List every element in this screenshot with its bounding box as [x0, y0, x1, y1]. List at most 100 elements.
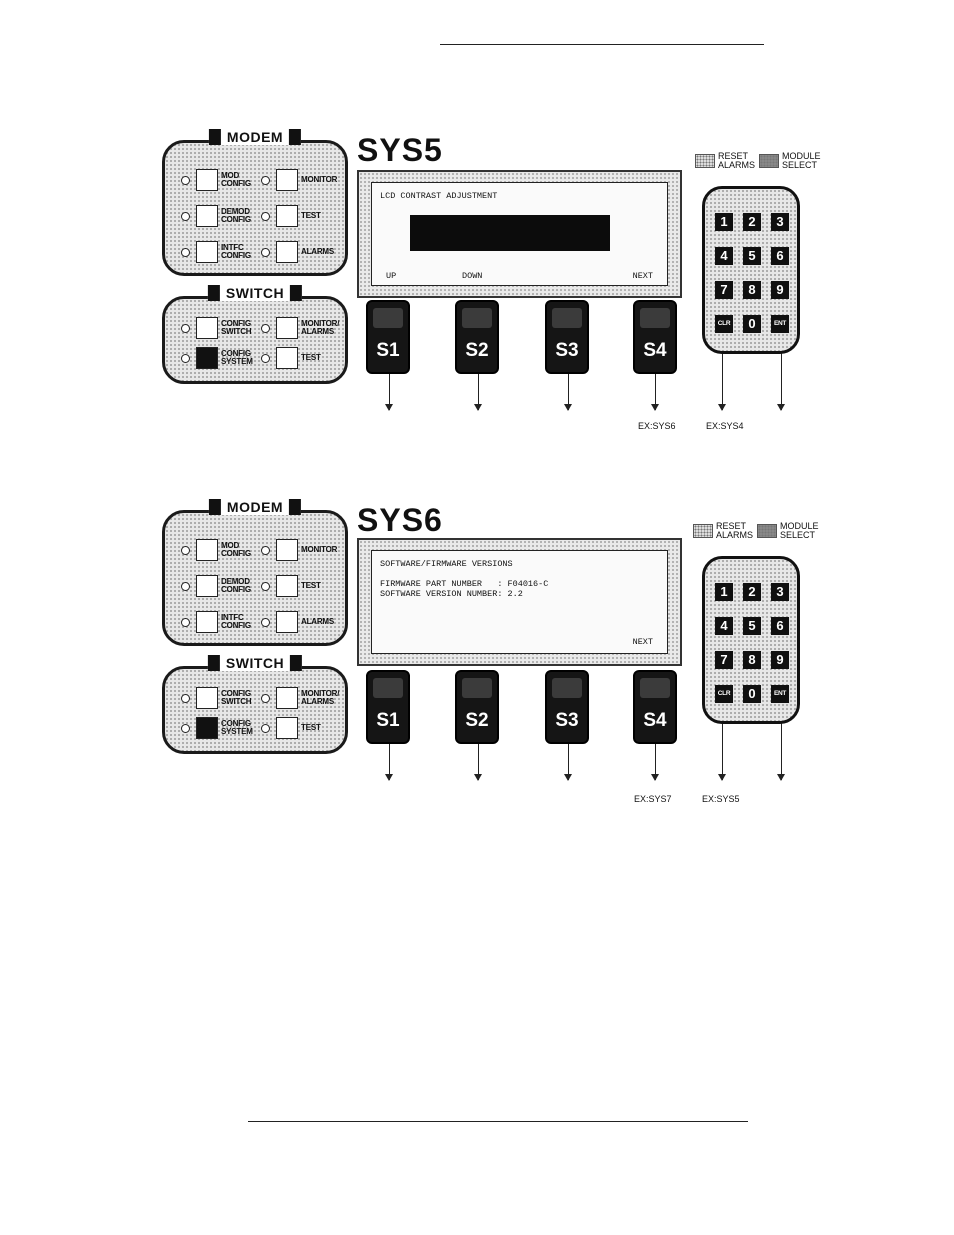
key-0[interactable]: 0 [743, 315, 761, 333]
key-0[interactable]: 0 [743, 685, 761, 703]
key-square [196, 347, 218, 369]
key-7[interactable]: 7 [715, 651, 733, 669]
led-icon [261, 723, 270, 733]
arrow-down-icon [564, 374, 572, 411]
button-cap [640, 308, 670, 328]
exit-label-clr: EX:SYS5 [702, 794, 740, 804]
key-square [196, 575, 218, 597]
monitor-key[interactable]: MONITOR [261, 539, 341, 561]
key-2[interactable]: 2 [743, 583, 761, 601]
key-ent[interactable]: ENT [771, 685, 789, 703]
key-square [276, 717, 298, 739]
reset-alarms-legend: RESET ALARMS [695, 152, 758, 170]
s3-button[interactable]: S3 [545, 670, 589, 744]
panel-sys6: MODEM MOD CONFIG MONITOR DEMOD CONFIG TE… [0, 499, 954, 830]
mod-config-key[interactable]: MOD CONFIG [181, 169, 259, 191]
key-square [276, 611, 298, 633]
key-square [196, 611, 218, 633]
s3-label: S3 [555, 340, 579, 361]
key-6[interactable]: 6 [771, 617, 789, 635]
key-8[interactable]: 8 [743, 281, 761, 299]
top-rule [440, 44, 764, 45]
led-icon [181, 323, 190, 333]
s4-button[interactable]: S4 [633, 300, 677, 374]
switch-test-key[interactable]: TEST [261, 717, 341, 739]
intfc-config-key[interactable]: INTFC CONFIG [181, 611, 259, 633]
lcd-line-4: SOFTWARE VERSION NUMBER: 2.2 [380, 589, 523, 599]
s2-button[interactable]: S2 [455, 670, 499, 744]
key-label: TEST [301, 353, 321, 362]
config-switch-key[interactable]: CONFIG SWITCH [181, 317, 259, 339]
key-9[interactable]: 9 [771, 651, 789, 669]
demod-config-key[interactable]: DEMOD CONFIG [181, 205, 259, 227]
lcd-screen: SOFTWARE/FIRMWARE VERSIONS FIRMWARE PART… [371, 550, 668, 654]
reset-text: RESET ALARMS [716, 521, 754, 540]
key-7[interactable]: 7 [715, 281, 733, 299]
button-cap [462, 308, 492, 328]
module-select-legend: MODULE SELECT [759, 152, 821, 170]
s4-label: S4 [643, 710, 667, 731]
alarms-key[interactable]: ALARMS [261, 611, 341, 633]
demod-config-key[interactable]: DEMOD CONFIG [181, 575, 259, 597]
led-icon [181, 247, 190, 257]
key-ent[interactable]: ENT [771, 315, 789, 333]
led-icon [261, 545, 270, 555]
switch-title: SWITCH [207, 285, 303, 301]
button-cap [462, 678, 492, 698]
led-icon [181, 175, 190, 185]
key-2[interactable]: 2 [743, 213, 761, 231]
softkey-label-s4: NEXT [632, 637, 653, 647]
panel-sys5: MODEM MOD CONFIG MONITOR DEMOD CONFIG TE… [0, 129, 954, 460]
key-8[interactable]: 8 [743, 651, 761, 669]
s3-button[interactable]: S3 [545, 300, 589, 374]
softkey-label-s2: DOWN [462, 271, 483, 281]
monitor-alarms-key[interactable]: MONITOR/ ALARMS [261, 317, 343, 339]
arrow-down-icon [385, 374, 393, 411]
numeric-keypad: 1 2 3 4 5 6 7 8 9 CLR 0 ENT [702, 556, 800, 724]
arrow-down-icon [651, 744, 659, 781]
key-5[interactable]: 5 [743, 247, 761, 265]
switch-test-key[interactable]: TEST [261, 347, 341, 369]
key-label: TEST [301, 723, 321, 732]
key-9[interactable]: 9 [771, 281, 789, 299]
key-clr[interactable]: CLR [715, 315, 733, 333]
monitor-alarms-key[interactable]: MONITOR/ ALARMS [261, 687, 343, 709]
s1-label: S1 [376, 340, 400, 361]
test-key[interactable]: TEST [261, 205, 341, 227]
mod-config-key[interactable]: MOD CONFIG [181, 539, 259, 561]
button-cap [552, 678, 582, 698]
key-label: CONFIG SWITCH [221, 319, 252, 336]
monitor-key[interactable]: MONITOR [261, 169, 341, 191]
key-3[interactable]: 3 [771, 583, 789, 601]
numeric-keypad: 1 2 3 4 5 6 7 8 9 CLR 0 ENT [702, 186, 800, 354]
key-square [276, 169, 298, 191]
key-4[interactable]: 4 [715, 617, 733, 635]
intfc-config-key[interactable]: INTFC CONFIG [181, 241, 259, 263]
alarms-key[interactable]: ALARMS [261, 241, 341, 263]
test-key[interactable]: TEST [261, 575, 341, 597]
led-icon [261, 617, 270, 627]
config-system-key[interactable]: CONFIG SYSTEM [181, 717, 259, 739]
bottom-rule [248, 1121, 748, 1122]
config-switch-key[interactable]: CONFIG SWITCH [181, 687, 259, 709]
key-square [276, 205, 298, 227]
s1-button[interactable]: S1 [366, 670, 410, 744]
s4-button[interactable]: S4 [633, 670, 677, 744]
config-system-key[interactable]: CONFIG SYSTEM [181, 347, 259, 369]
key-3[interactable]: 3 [771, 213, 789, 231]
key-square [196, 717, 218, 739]
key-square [196, 169, 218, 191]
key-4[interactable]: 4 [715, 247, 733, 265]
led-icon [261, 211, 270, 221]
button-cap [552, 308, 582, 328]
key-clr[interactable]: CLR [715, 685, 733, 703]
s1-button[interactable]: S1 [366, 300, 410, 374]
led-icon [181, 617, 190, 627]
key-1[interactable]: 1 [715, 583, 733, 601]
softkey-label-s1: UP [386, 271, 397, 281]
key-6[interactable]: 6 [771, 247, 789, 265]
s2-button[interactable]: S2 [455, 300, 499, 374]
key-5[interactable]: 5 [743, 617, 761, 635]
key-1[interactable]: 1 [715, 213, 733, 231]
screen-title: SYS6 [357, 502, 443, 538]
